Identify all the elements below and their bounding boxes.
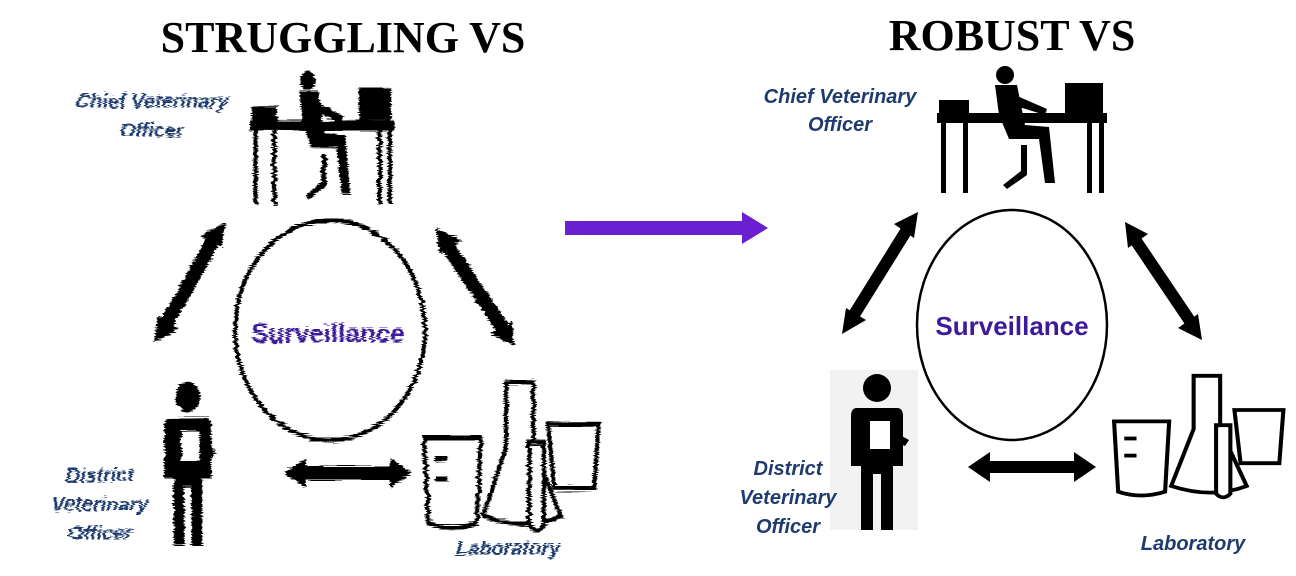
- laboratory-label: Laboratory: [1141, 533, 1246, 555]
- cvo-lab-double-arrow: [436, 234, 514, 340]
- laboratory-icon: [1114, 376, 1283, 498]
- robust-panel: ROBUST VS Chief Veterinary Officer Surve…: [739, 11, 1283, 555]
- district-officer-label-line3: Officer: [68, 523, 133, 545]
- struggling-graphics: [154, 71, 599, 548]
- surveillance-label: Surveillance: [251, 318, 404, 348]
- district-officer-icon: [163, 381, 218, 548]
- surveillance-circle: [233, 218, 427, 442]
- surveillance-circle: [915, 208, 1109, 442]
- laboratory-label: Laboratory: [456, 538, 561, 560]
- surveillance-label: Surveillance: [935, 311, 1088, 341]
- cvo-dvo-double-arrow: [155, 228, 225, 336]
- transition-arrow: [565, 212, 768, 244]
- chief-officer-desk-icon: [937, 66, 1107, 193]
- robust-title: ROBUST VS: [889, 11, 1136, 60]
- chief-officer-label-line1: Chief Veterinary: [764, 86, 918, 108]
- district-officer-label-line2: Veterinary: [739, 487, 837, 509]
- laboratory-icon: [424, 383, 598, 530]
- district-officer-label-line3: Officer: [756, 516, 821, 538]
- district-officer-label-line1: District: [66, 465, 136, 487]
- struggling-title: STRUGGLING VS: [161, 13, 526, 62]
- cvo-lab-double-arrow: [1129, 234, 1197, 328]
- chief-officer-desk-icon: [250, 71, 395, 205]
- cvo-dvo-double-arrow: [846, 224, 914, 322]
- district-officer-label-line2: Veterinary: [51, 494, 149, 516]
- struggling-panel: STRUGGLING VS Chief Veterinary Officer S…: [51, 13, 598, 560]
- chief-officer-label-line1: Chief Veterinary: [76, 91, 230, 113]
- chief-officer-label-line2: Officer: [808, 114, 873, 136]
- district-officer-label-line1: District: [754, 458, 824, 480]
- chief-officer-label-line2: Officer: [120, 120, 185, 142]
